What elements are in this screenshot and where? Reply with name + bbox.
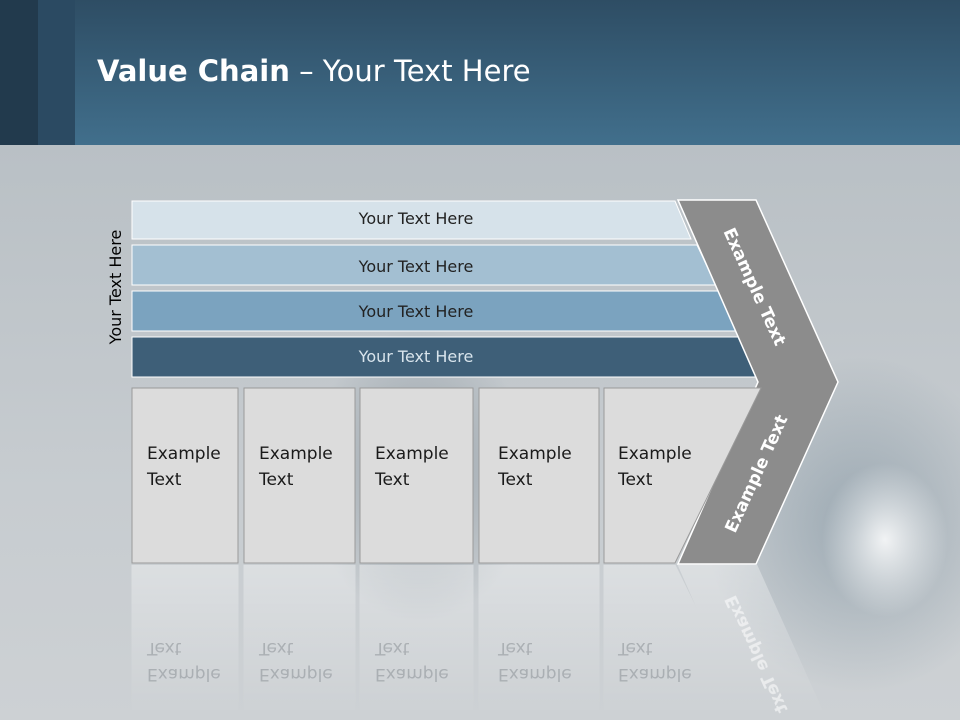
reflection-box-4-line2: Text: [497, 638, 533, 658]
header-accent-dark: [0, 0, 38, 145]
reflection-box-4: [478, 564, 600, 720]
reflection-box-2-line1: Example: [259, 664, 333, 684]
support-box-5-line1: Example: [618, 444, 692, 464]
side-label: Your Text Here: [106, 230, 125, 346]
bar-1: Your Text Here: [131, 200, 692, 240]
support-box-5-line2: Text: [617, 470, 653, 490]
bar-4: Your Text Here: [131, 336, 764, 378]
reflection-box-5: [603, 564, 752, 720]
reflection-box-4-line1: Example: [498, 664, 572, 684]
slide-title-bold: Value Chain: [97, 54, 290, 88]
title-bar: Value Chain – Your Text Here: [0, 0, 960, 145]
reflection-box-3: [359, 564, 474, 720]
support-boxes: Example Text Example Text Example Text E…: [131, 387, 762, 564]
support-box-1-line1: Example: [147, 444, 221, 464]
slide-title: Value Chain – Your Text Here: [97, 54, 531, 88]
support-box-1-line2: Text: [146, 470, 182, 490]
support-box-5: Example Text: [603, 387, 762, 564]
support-box-2-shape: [243, 387, 356, 564]
margin-chevron: Example Text Example Text: [676, 199, 839, 565]
support-box-2-line2: Text: [258, 470, 294, 490]
reflection-box-3-line2: Text: [374, 638, 410, 658]
support-box-3: Example Text: [359, 387, 474, 564]
bar-2: Your Text Here: [131, 244, 717, 286]
reflection: [131, 563, 828, 720]
support-box-3-line2: Text: [374, 470, 410, 490]
activity-bars: Your Text Here Your Text Here Your Text …: [131, 200, 764, 378]
reflection-box-3-line1: Example: [375, 664, 449, 684]
reflection-chevron: [676, 563, 828, 720]
header-accent-mid: [38, 0, 75, 145]
support-box-4-shape: [478, 387, 600, 564]
support-box-4-line1: Example: [498, 444, 572, 464]
support-box-3-shape: [359, 387, 474, 564]
bar-1-shape: [131, 200, 692, 240]
bar-4-label: Your Text Here: [358, 347, 474, 366]
support-box-1-shape: [131, 387, 239, 564]
reflection-box-2: [243, 564, 356, 720]
support-box-5-shape: [603, 387, 762, 564]
reflection-box-1: [131, 564, 239, 720]
support-box-1: Example Text: [131, 387, 239, 564]
bar-2-label: Your Text Here: [358, 257, 474, 276]
support-box-4-line2: Text: [497, 470, 533, 490]
slide-title-rest: – Your Text Here: [289, 54, 531, 88]
reflection-box-2-line2: Text: [258, 638, 294, 658]
reflection-group: [131, 563, 828, 720]
reflection-box-5-line1: Example: [618, 664, 692, 684]
support-box-3-line1: Example: [375, 444, 449, 464]
reflection-box-1-line1: Example: [147, 664, 221, 684]
support-box-2: Example Text: [243, 387, 356, 564]
bar-3: Your Text Here: [131, 290, 740, 332]
support-box-4: Example Text: [478, 387, 600, 564]
chevron-shape: [676, 199, 839, 565]
reflection-box-1-line2: Text: [146, 638, 182, 658]
reflection-box-5-line2: Text: [617, 638, 653, 658]
support-box-2-line1: Example: [259, 444, 333, 464]
bar-3-label: Your Text Here: [358, 302, 474, 321]
bar-1-label: Your Text Here: [358, 209, 474, 228]
